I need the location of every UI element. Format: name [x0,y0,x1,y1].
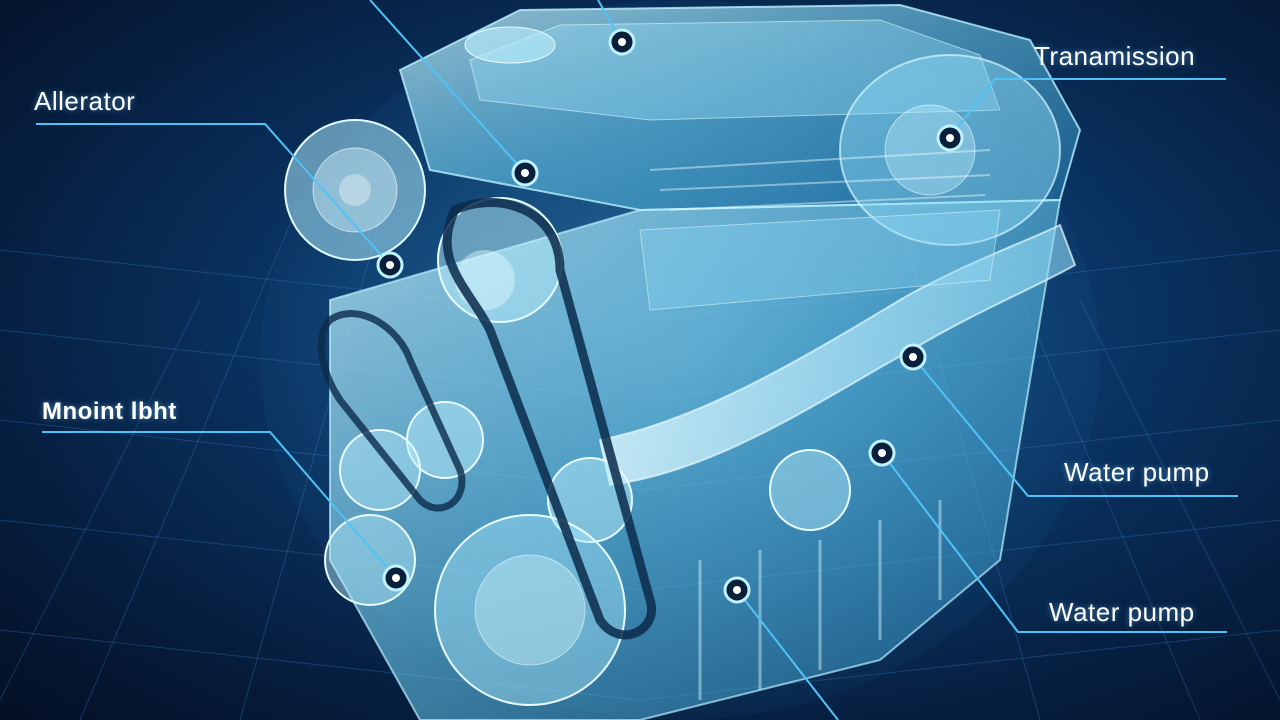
callout-dot [868,439,896,467]
callout-dot [382,564,410,592]
crank-pulley-inner [474,554,586,666]
leader-water-pump-upper [912,356,1238,497]
side-pulley [769,449,851,531]
alternator-face [312,147,398,233]
leader-transmission [949,78,1226,139]
transmission-hub [884,104,976,196]
alternator-pulley [339,174,371,206]
intake-pipe [598,223,1077,487]
label-transmission: Tranamission [1034,41,1196,71]
leader-bottom [736,589,839,720]
label-water-pump-lower: Water pump [1049,597,1195,627]
valve-cover [398,3,1082,212]
manifold-runners [649,149,991,211]
label-alternator: Allerator [34,86,136,116]
small-pulley-left [339,429,421,511]
label-mount: Mnoint lbht [42,398,177,425]
label-water-pump-upper: Water pump [1064,457,1210,487]
callout-dot [723,576,751,604]
callout-dot [936,124,964,152]
callout-lines [36,0,1238,720]
callout-dot [608,28,636,56]
leader-alternator [36,123,391,266]
serpentine-belt [442,198,657,640]
alternator-body [284,119,426,261]
oil-cap [464,26,556,64]
leader-top-left [369,0,526,174]
small-pulley-bottom [324,514,416,606]
leader-mount [42,431,397,579]
leader-water-pump-lower [881,452,1227,633]
engine-illustration [260,0,1100,720]
secondary-belt [317,310,466,512]
callout-dot [899,343,927,371]
cylinder-detail [639,209,1001,311]
callout-dot [376,251,404,279]
callout-dots [376,28,964,604]
callout-dot [511,159,539,187]
valve-cover-ridge [469,19,1001,121]
water-pump-pulley [547,457,633,543]
